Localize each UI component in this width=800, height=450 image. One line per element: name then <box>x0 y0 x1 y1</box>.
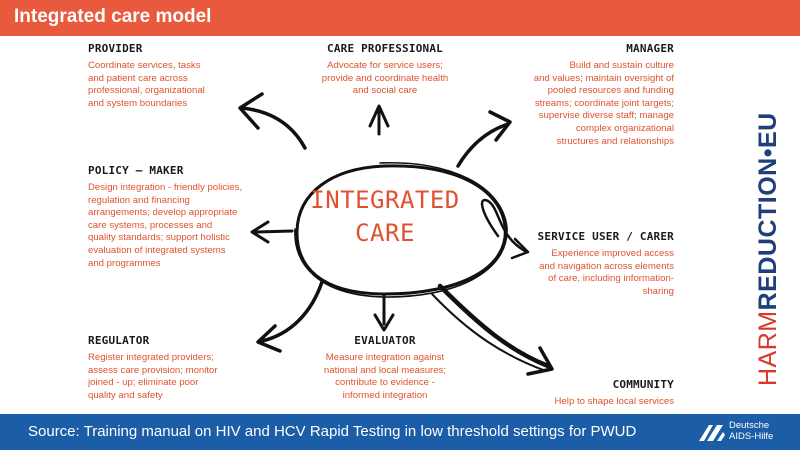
arrow-service-user <box>480 198 530 260</box>
policy-maker-line: quality standards; support holistic <box>88 232 230 244</box>
regulator-line: Register integrated providers; <box>88 352 214 363</box>
regulator-title: REGULATOR <box>88 334 150 347</box>
manager-line: complex organizational <box>575 122 674 134</box>
arrow-community <box>431 283 554 376</box>
evaluator-line: contribute to evidence - <box>335 377 435 389</box>
care-professional-title: CARE PROFESSIONAL <box>327 42 443 55</box>
harmreduction-brand: HARMREDUCTION•EU <box>754 112 782 386</box>
arrow-policy-maker <box>250 220 294 244</box>
logo-line-1: Deutsche <box>729 420 770 431</box>
logo-line-2: AIDS-Hilfe <box>729 431 774 442</box>
community-line: Help to shape local services <box>554 396 674 407</box>
service-user-line: of care, including information- <box>548 273 674 285</box>
policy-maker-description: Design integration - friendly policies, … <box>88 182 242 270</box>
evaluator-line: informed integration <box>342 389 428 401</box>
provider-line: professional, organizational <box>88 85 205 97</box>
aids-hilfe-logo-icon <box>699 425 725 441</box>
deutsche-aids-hilfe-logo: Deutsche AIDS-Hilfe <box>697 419 797 445</box>
arrow-evaluator <box>373 292 395 332</box>
provider-description: Coordinate services, tasks and patient c… <box>88 60 205 110</box>
brand-part-1: HARM <box>754 310 782 386</box>
provider-line: and system boundaries <box>88 97 188 109</box>
brand-part-2: REDUCTION <box>754 157 782 310</box>
manager-line: streams; coordinate joint targets; <box>534 97 674 109</box>
care-professional-line: and social care <box>352 85 418 97</box>
policy-maker-line: arrangements; develop appropriate <box>88 207 238 219</box>
center-line-1: INTEGRATED <box>310 186 460 214</box>
manager-line: structures and relationships <box>556 135 674 147</box>
policy-maker-title: POLICY – MAKER <box>88 164 184 177</box>
community-title: COMMUNITY <box>612 378 674 391</box>
service-user-description: Experience improved access and navigatio… <box>514 248 674 298</box>
manager-line: supervise diverse staff; manage <box>538 110 674 122</box>
logo-text: Deutsche AIDS-Hilfe <box>729 420 773 442</box>
regulator-line: assess care provision; monitor <box>88 364 218 376</box>
regulator-description: Register integrated providers; assess ca… <box>88 352 218 402</box>
policy-maker-line: evaluation of integrated systems <box>88 244 226 256</box>
provider-line: and patient care across <box>88 72 188 84</box>
provider-title: PROVIDER <box>88 42 143 55</box>
service-user-line: and navigation across elements <box>539 260 674 272</box>
policy-maker-line: care systems, processes and <box>88 219 213 231</box>
arrow-manager <box>456 110 512 168</box>
page-title: Integrated care model <box>14 6 212 27</box>
regulator-line: joined - up; eliminate poor <box>88 377 199 389</box>
brand-part-3: •EU <box>754 112 782 157</box>
source-text: Source: Training manual on HIV and HCV R… <box>28 423 637 440</box>
manager-title: MANAGER <box>626 42 674 55</box>
manager-line: and values; maintain oversight of <box>533 72 674 84</box>
center-circle <box>294 161 508 298</box>
evaluator-title: EVALUATOR <box>354 334 416 347</box>
diagram-canvas: INTEGRATED CARE PROVIDER Coordinate serv… <box>0 36 800 414</box>
service-user-line: Experience improved access <box>551 248 674 259</box>
center-label: INTEGRATED CARE <box>300 184 470 250</box>
community-description: Help to shape local services <box>514 396 674 409</box>
manager-description: Build and sustain culture and values; ma… <box>494 60 674 148</box>
evaluator-line: national and local measures; <box>323 364 447 376</box>
provider-line: Coordinate services, tasks <box>88 60 201 71</box>
footer-bar: Source: Training manual on HIV and HCV R… <box>0 414 800 450</box>
policy-maker-line: regulation and financing <box>88 194 190 206</box>
manager-line: pooled resources and funding <box>547 85 674 97</box>
regulator-line: quality and safety <box>88 389 163 401</box>
svg-text:HARMREDUCTION•EU: HARMREDUCTION•EU <box>754 112 782 386</box>
care-professional-line: Advocate for service users; <box>327 60 443 71</box>
service-user-line: sharing <box>642 285 674 297</box>
care-professional-description: Advocate for service users; provide and … <box>290 60 480 98</box>
center-line-2: CARE <box>355 219 415 247</box>
arrow-regulator <box>256 280 324 353</box>
care-professional-line: provide and coordinate health <box>321 72 449 84</box>
arrow-provider <box>238 92 307 150</box>
manager-line: Build and sustain culture <box>569 60 674 71</box>
arrow-care-professional <box>368 104 390 136</box>
evaluator-line: Measure integration against <box>325 352 445 363</box>
policy-maker-line: Design integration - friendly policies, <box>88 182 243 193</box>
diagram-arrows <box>238 92 554 376</box>
evaluator-description: Measure integration against national and… <box>300 352 470 402</box>
policy-maker-line: and programmes <box>88 257 161 269</box>
title-bar: Integrated care model <box>0 0 800 36</box>
service-user-title: SERVICE USER / CARER <box>537 230 674 243</box>
